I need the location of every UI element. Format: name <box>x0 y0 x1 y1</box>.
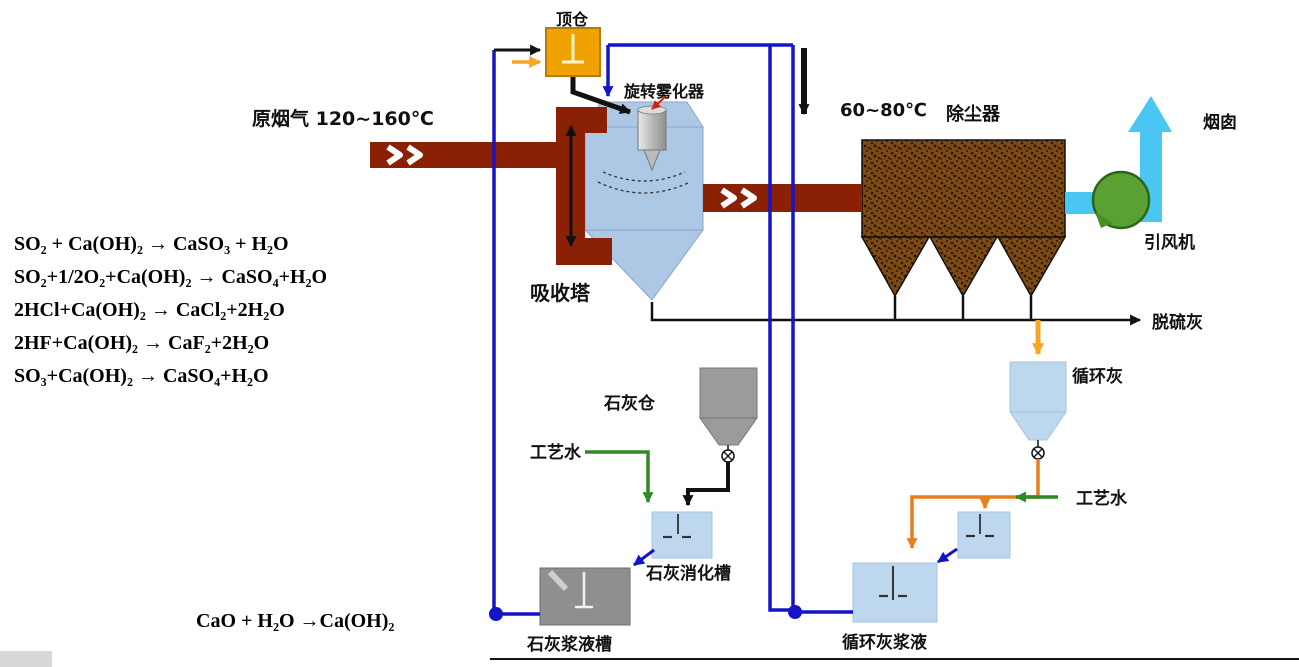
mix-tank <box>957 511 1011 559</box>
mixtank-to-slurry-arrow <box>937 547 958 564</box>
id-fan-label: 引风机 <box>1144 233 1195 253</box>
dust-collector <box>860 139 1067 298</box>
chimney-label: 烟囱 <box>1203 113 1237 133</box>
top-bin <box>545 27 601 77</box>
lime-feed-pipe <box>682 462 730 507</box>
flow-chevron-icon <box>740 187 757 209</box>
circ-ash-hopper-cone <box>1009 411 1067 441</box>
rotary-valve-icon <box>723 451 733 461</box>
process-water-left-pipe <box>585 450 654 504</box>
equation-line: 2HF+Ca(OH)₂ → CaF₂+2H₂O <box>14 332 270 354</box>
dust-collector-label: 除尘器 <box>946 104 1000 125</box>
lime-silo-label: 石灰仓 <box>604 394 655 414</box>
atomizer-pointer-arrow <box>651 95 667 110</box>
ash-to-slurry-pipe <box>906 459 1040 550</box>
flow-chevron-icon <box>386 144 403 166</box>
spray-arc-1 <box>597 181 691 194</box>
atomizer-nozzle <box>643 149 661 172</box>
hydration-equation: CaO + H₂O →Ca(OH)₂ <box>196 610 395 632</box>
inlet-duct-bottom-stub <box>585 238 612 265</box>
flow-chevron-icon <box>720 187 737 209</box>
fan-chimney <box>1065 96 1172 230</box>
collector-hopper-1 <box>860 236 931 298</box>
lime-system <box>539 367 758 626</box>
desulfurized-ash-label: 脱硫灰 <box>1152 313 1203 333</box>
atomizer-cap <box>637 105 667 115</box>
collector-hopper-3 <box>996 236 1067 298</box>
pump-icon <box>788 605 802 619</box>
absorber-tower <box>583 101 704 301</box>
collector-temp-label: 60~80℃ <box>840 100 927 121</box>
circulating-ash-label: 循环灰 <box>1072 367 1123 387</box>
rotary-atomizer-label: 旋转雾化器 <box>624 82 705 101</box>
id-fan-icon <box>1091 170 1151 230</box>
raw-flue-gas-label: 原烟气 120~160℃ <box>252 108 434 130</box>
slaker-to-slurry-arrow <box>633 548 655 567</box>
fan-volute <box>1095 212 1113 228</box>
equation-line: SO₂+1/2O₂+Ca(OH)₂ → CaSO₄+H₂O <box>14 266 328 288</box>
slurry-return-pipe <box>768 45 791 612</box>
rotary-valve-icon <box>1033 448 1043 458</box>
reaction-equations: SO₂ + Ca(OH)₂ → CaSO₃ + H₂O SO₂+1/2O₂+Ca… <box>14 228 327 393</box>
ash-discharge <box>650 296 1142 356</box>
rotary-atomizer <box>570 76 667 172</box>
lime-slaker-tank <box>651 511 713 559</box>
collector-hopper-2 <box>928 236 999 298</box>
atomizer-cylinder <box>637 109 667 151</box>
circulating-ash-slurry-label: 循环灰浆液 <box>842 633 927 653</box>
chimney-arrow-icon <box>1128 96 1172 132</box>
equation-line: 2HCl+Ca(OH)₂ → CaCl₂+2H₂O <box>14 299 285 321</box>
inlet-duct-top-stub <box>585 107 607 133</box>
lime-slaker-label: 石灰消化槽 <box>646 564 731 584</box>
flue-gas-ducts <box>370 107 862 265</box>
spray-arc-2 <box>602 171 686 182</box>
lime-silo-body <box>699 367 758 419</box>
desulfurized-ash-line <box>650 302 1142 326</box>
absorber-label: 吸收塔 <box>530 281 590 305</box>
equation-line: SO₂ + Ca(OH)₂ → CaSO₃ + H₂O <box>14 233 289 255</box>
equation-line: SO₃+Ca(OH)₂ → CaSO₄+H₂O <box>14 365 269 387</box>
atomizer-feed-line <box>570 76 632 115</box>
pump-icon <box>489 607 503 621</box>
flow-chevron-icon <box>406 144 423 166</box>
lime-silo-cone <box>699 417 758 446</box>
outlet-duct <box>703 184 862 212</box>
process-water-left-label: 工艺水 <box>530 443 581 463</box>
tower-cone <box>583 229 704 301</box>
circulating-ash-system <box>852 361 1067 623</box>
corner-artifact <box>0 651 52 667</box>
top-bin-label: 顶仓 <box>556 10 589 29</box>
process-water-right-label: 工艺水 <box>1076 489 1127 509</box>
circ-ash-hopper-body <box>1009 361 1067 413</box>
slurry-inlet-chute <box>547 569 569 592</box>
slurry-pipes <box>489 43 853 621</box>
lime-slurry-tank-label: 石灰浆液槽 <box>527 635 612 655</box>
circulating-ash-slurry-tank <box>852 562 938 623</box>
dust-collector-body <box>861 139 1066 238</box>
